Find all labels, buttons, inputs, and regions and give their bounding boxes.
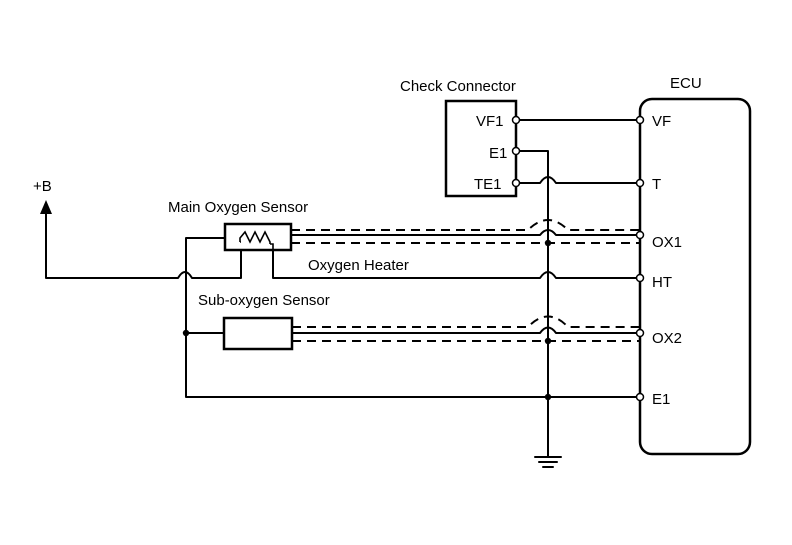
heater-wire [272,250,641,279]
ecu-pin-vf: VF [652,113,671,130]
ecu-pin-ht: HT [652,274,672,291]
sub-oxygen-sensor [185,316,294,351]
sensor-ground-wire [185,237,641,398]
oxygen-heater-label: Oxygen Heater [308,257,409,274]
main-oxygen-sensor [223,222,293,252]
power-arrow-icon [40,200,52,214]
ecu-title: ECU [670,75,702,92]
main-oxygen-sensor-label: Main Oxygen Sensor [168,199,308,216]
connector-pin-e1: E1 [489,145,507,162]
ecu-pin-e1: E1 [652,391,670,408]
ox1-wires [290,219,641,244]
power-wire [45,209,242,279]
ecu-pin-t: T [652,176,661,193]
ecu-pin-ox2: OX2 [652,330,682,347]
connector-pin-te1: TE1 [474,176,502,193]
connector-terminals [511,115,521,188]
check-connector-box [444,99,518,198]
connector-wires [515,119,641,184]
junction-dots [182,239,552,401]
connector-pin-vf1: VF1 [476,113,504,130]
sub-oxygen-sensor-label: Sub-oxygen Sensor [198,292,330,309]
ox2-wires [291,315,641,342]
ground-symbol-icon [534,456,562,468]
power-label: +B [33,178,52,195]
ecu-pin-ox1: OX1 [652,234,682,251]
ecu-terminals [635,115,645,402]
check-connector-title: Check Connector [400,78,516,95]
